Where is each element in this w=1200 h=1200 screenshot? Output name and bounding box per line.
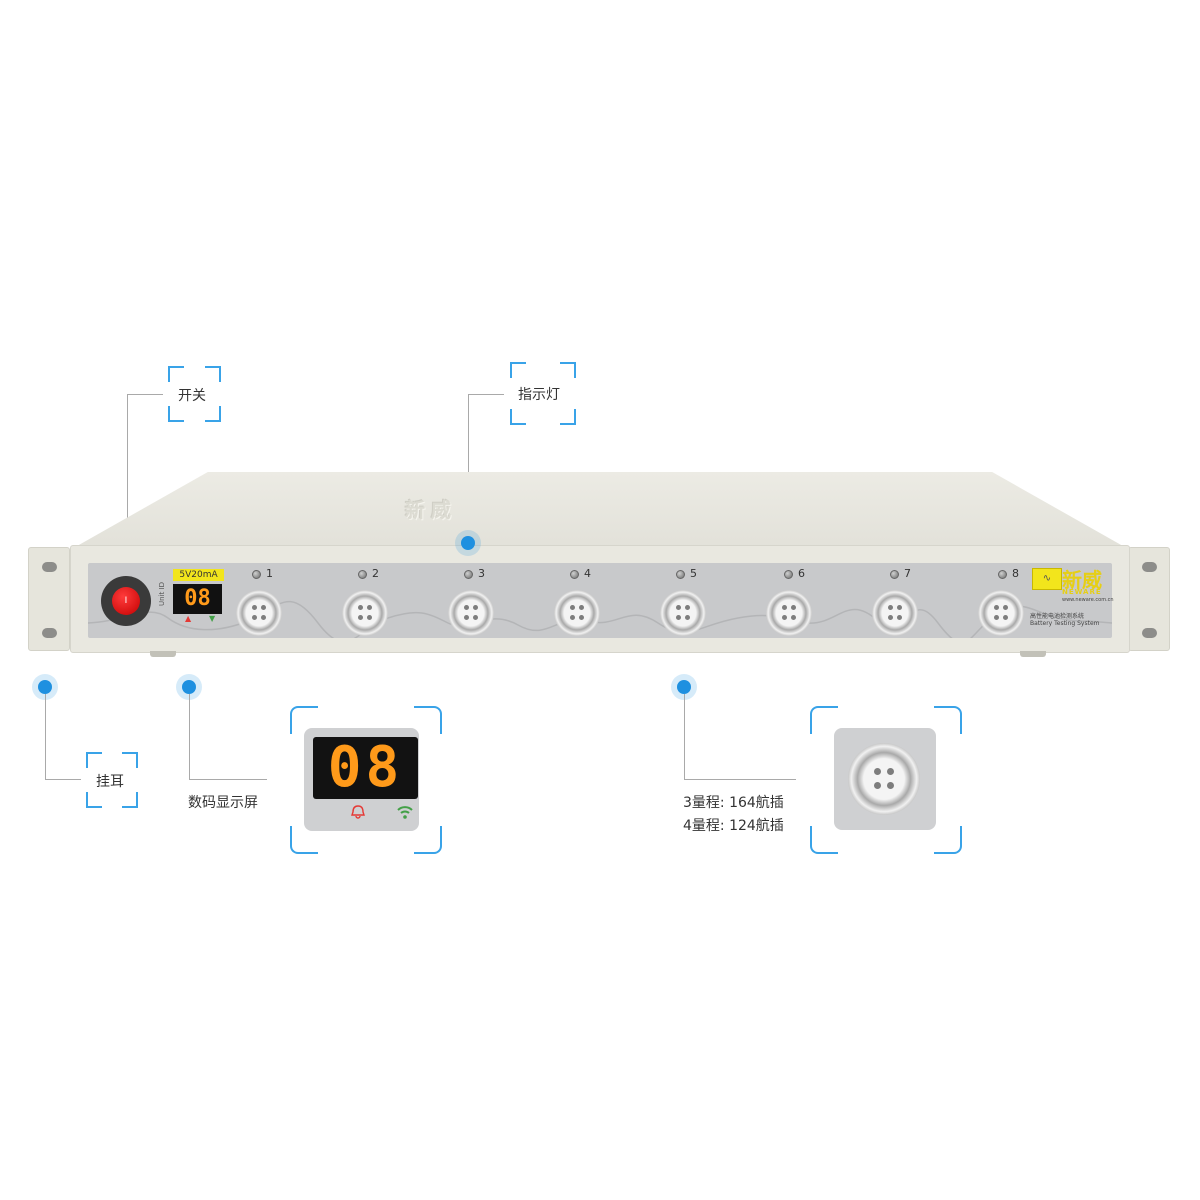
connector-zoom-frame-tr [934, 706, 962, 734]
device-foot-right [1020, 651, 1046, 657]
indicator-label-frame-tl [510, 362, 526, 378]
rating-label: 5V20mA [173, 569, 224, 581]
ear-slot-bottom [1142, 628, 1157, 638]
device-embossed-logo: 新威 [405, 498, 457, 522]
display-zoom-frame-br [414, 826, 442, 854]
display-zoom-frame-tr [414, 706, 442, 734]
channel-label-1: 1 [266, 567, 273, 580]
channel-led-7 [890, 570, 899, 579]
ear-label-frame-br [122, 792, 138, 808]
connector-leader-v [684, 694, 685, 779]
channel-label-8: 8 [1012, 567, 1019, 580]
brand-subtitle-cn: 高性能电池检测系统 [1030, 613, 1085, 620]
brand-logo-icon: ∿ [1032, 568, 1062, 590]
channel-label-2: 2 [372, 567, 379, 580]
rack-ear-left [28, 547, 70, 651]
channel-connector-5[interactable] [660, 590, 706, 636]
ear-slot-top [1142, 562, 1157, 572]
rack-ear-right [1128, 547, 1170, 651]
channel-connector-1[interactable] [236, 590, 282, 636]
ear-label-frame-bl [86, 792, 102, 808]
channel-led-3 [464, 570, 473, 579]
connector-zoom-frame-bl [810, 826, 838, 854]
indicator-label-frame-tr [560, 362, 576, 378]
display-leader-h [189, 779, 267, 780]
switch-label-frame-tl [168, 366, 184, 382]
switch-leader-h [127, 394, 163, 395]
connector-spec-2: 4量程: 124航插 [683, 818, 784, 834]
unit-id-label: Unit ID [157, 582, 166, 606]
display-leader-v [189, 694, 190, 779]
brand-name-cn: 新威 [1062, 568, 1102, 592]
ear-leader-v [45, 694, 46, 779]
switch-label-frame-tr [205, 366, 221, 382]
brand-subtitle-en: Battery Testing System [1030, 620, 1100, 627]
indicator-callout-dot [461, 536, 475, 550]
switch-label: 开关 [178, 388, 206, 404]
channel-connector-2[interactable] [342, 590, 388, 636]
wifi-icon: ▼ [209, 614, 216, 623]
bell-icon [351, 805, 365, 819]
channel-connector-7[interactable] [872, 590, 918, 636]
unit-id-display: 08 [173, 584, 222, 614]
brand-url: www.neware.com.cn [1062, 597, 1114, 603]
switch-label-frame-bl [168, 406, 184, 422]
indicator-label-frame-bl [510, 409, 526, 425]
channel-connector-4[interactable] [554, 590, 600, 636]
device-top-cover [70, 472, 1130, 550]
channel-label-6: 6 [798, 567, 805, 580]
power-switch[interactable]: I [112, 587, 140, 615]
ear-leader-h [45, 779, 81, 780]
connector-zoom-frame-br [934, 826, 962, 854]
connector-spec-1: 3量程: 164航插 [683, 795, 784, 811]
channel-label-5: 5 [690, 567, 697, 580]
display-callout-dot [182, 680, 196, 694]
zoom-display-digits: 08 [313, 737, 418, 799]
channel-led-2 [358, 570, 367, 579]
channel-connector-6[interactable] [766, 590, 812, 636]
ear-label-frame-tr [122, 752, 138, 768]
channel-led-5 [676, 570, 685, 579]
indicator-label-frame-br [560, 409, 576, 425]
connector-leader-h [684, 779, 796, 780]
wifi-icon [397, 806, 413, 819]
channel-led-1 [252, 570, 261, 579]
ear-callout-dot [38, 680, 52, 694]
channel-connector-3[interactable] [448, 590, 494, 636]
display-label: 数码显示屏 [188, 795, 258, 811]
connector-callout-dot [677, 680, 691, 694]
bell-icon: ▲ [185, 614, 192, 623]
channel-label-7: 7 [904, 567, 911, 580]
channel-led-6 [784, 570, 793, 579]
channel-led-4 [570, 570, 579, 579]
channel-connector-8[interactable] [978, 590, 1024, 636]
connector-zoom-frame-tl [810, 706, 838, 734]
channel-led-8 [998, 570, 1007, 579]
switch-leader-v [127, 394, 128, 540]
brand-name-en: NEWARE [1062, 588, 1102, 596]
ear-label: 挂耳 [96, 774, 124, 790]
display-zoom-frame-bl [290, 826, 318, 854]
ear-label-frame-tl [86, 752, 102, 768]
channel-label-4: 4 [584, 567, 591, 580]
channel-label-3: 3 [478, 567, 485, 580]
ear-slot-bottom [42, 628, 57, 638]
display-zoom-frame-tl [290, 706, 318, 734]
indicator-label: 指示灯 [518, 387, 560, 403]
switch-label-frame-br [205, 406, 221, 422]
indicator-leader-h [468, 394, 504, 395]
device-foot-left [150, 651, 176, 657]
switch-on-mark: I [124, 596, 128, 606]
indicator-leader-v [468, 394, 469, 540]
zoom-connector [848, 743, 920, 815]
ear-slot-top [42, 562, 57, 572]
